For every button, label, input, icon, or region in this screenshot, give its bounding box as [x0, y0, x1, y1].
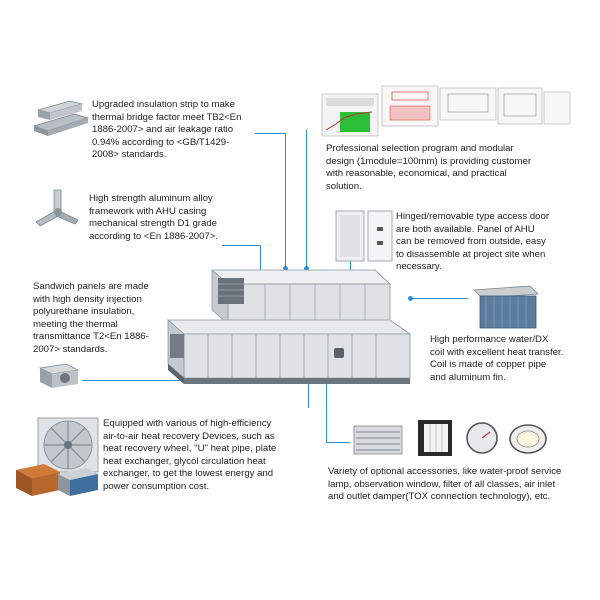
ahu-observation-window: [334, 348, 344, 358]
accessories-icon: [353, 420, 547, 456]
callout-insulation-text: Upgraded insulation strip to make therma…: [92, 99, 242, 161]
leader-line-accessories-v: [326, 372, 327, 442]
ahu-base-frame: [184, 378, 410, 384]
leader-line-recovery: [308, 378, 309, 408]
leader-dot-coil: [408, 296, 413, 301]
coil-icon: [473, 285, 539, 329]
leader-line-door-v: [350, 240, 351, 298]
callout-software-text: Professional selection program and modul…: [326, 143, 532, 192]
ahu-unit: [166, 269, 412, 384]
heat-recovery-icon: [16, 417, 99, 496]
ahu-upper-front: [227, 283, 391, 325]
callout-coil-text: High performance water/DX coil with exce…: [430, 334, 564, 383]
leader-line-framework-h: [222, 245, 260, 246]
leader-line-coil-h: [410, 298, 468, 299]
aluminum-joint-icon: [35, 189, 79, 227]
sandwich-panel-icon: [38, 363, 80, 388]
leader-line-insulation-v: [285, 133, 286, 268]
ahu-lower-top: [166, 319, 412, 335]
access-door-icon: [335, 210, 393, 262]
leader-line-insulation-h: [255, 133, 285, 134]
callout-sandwich-text: Sandwich panels are made with high densi…: [33, 281, 149, 355]
ahu-lower-louver: [170, 334, 184, 358]
leader-dot-software: [304, 266, 309, 271]
callout-accessories-text: Variety of optional accessories, like wa…: [328, 466, 562, 503]
callout-recovery-text: Equipped with various of high-efficiency…: [103, 418, 277, 492]
leader-line-accessories-h: [326, 442, 350, 443]
insulation-strip-icon: [32, 100, 90, 136]
ahu-upper-louver: [218, 278, 244, 304]
leader-line-software-v: [306, 130, 307, 268]
callout-framework-text: High strength aluminum alloy framework w…: [89, 193, 219, 242]
selection-software-icon: [321, 85, 571, 137]
callout-door-text: Hinged/removable type access door are bo…: [396, 211, 550, 273]
leader-line-sandwich: [82, 380, 182, 381]
leader-dot-insulation: [283, 266, 288, 271]
